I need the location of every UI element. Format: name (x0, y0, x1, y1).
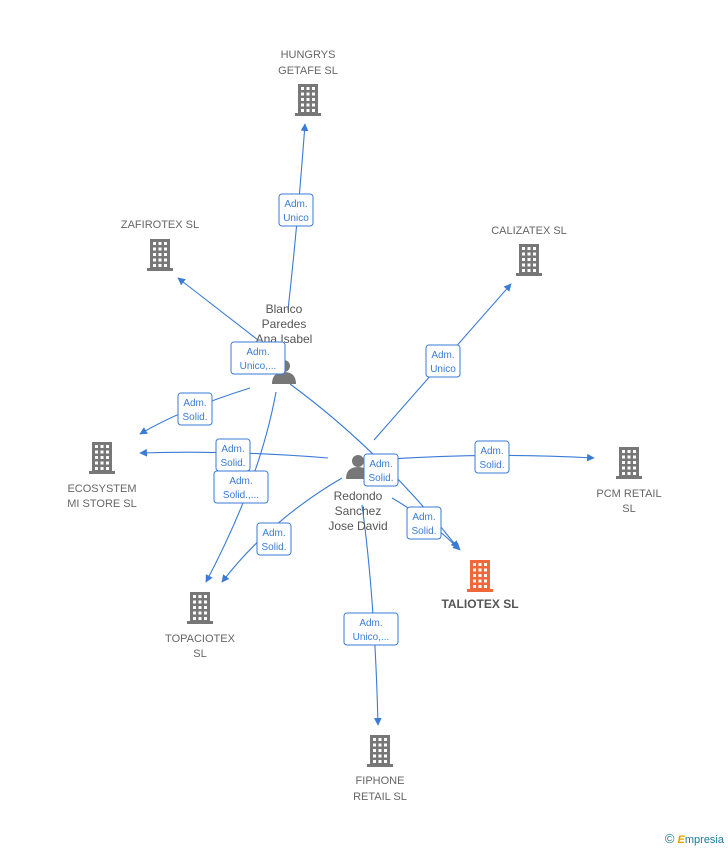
company-node-pcm[interactable]: PCM RETAIL SL (596, 447, 662, 515)
role-text: Solid. (220, 458, 245, 469)
company-label: SL (622, 503, 635, 515)
role-text: Adm. (480, 446, 503, 457)
role-text: Adm. (412, 512, 435, 523)
person-label: Jose David (328, 519, 387, 533)
role-text: Unico,... (353, 632, 390, 643)
role-text: Solid. (261, 542, 286, 553)
role-text: Solid.,... (223, 490, 259, 501)
building-icon (616, 447, 642, 479)
company-label: ECOSYSTEM (67, 483, 136, 495)
company-label: TOPACIOTEX (165, 633, 236, 645)
role-label-r-topa-redondo: Adm. Solid. (256, 522, 292, 556)
role-label-r-eco-blanco: Adm. Solid. (177, 392, 213, 426)
role-text: Unico,... (240, 361, 277, 372)
nodes: HUNGRYS GETAFE SL ZAFIROTEX SL CALIZATEX SL… (67, 49, 661, 803)
role-text: Adm. (221, 444, 244, 455)
building-icon (516, 244, 542, 276)
role-label-r-calizatex: Adm. Unico (425, 344, 461, 378)
person-label: Sanchez (335, 504, 382, 518)
company-node-calizatex[interactable]: CALIZATEX SL (491, 225, 567, 276)
brand-initial: E (677, 834, 685, 846)
relation-edge (361, 504, 382, 726)
role-text: Adm. (246, 347, 269, 358)
person-label: Paredes (262, 317, 307, 331)
role-label-r-eco-redondo: Adm. Solid. (215, 438, 251, 472)
role-label-r-talio-blanco: Adm. Solid. (363, 453, 399, 487)
company-label: PCM RETAIL (596, 488, 661, 500)
role-text: Adm. (284, 199, 307, 210)
building-icon (367, 735, 393, 767)
role-text: Adm. (183, 398, 206, 409)
company-label: HUNGRYS (281, 49, 336, 61)
relation-edge (177, 277, 259, 341)
company-node-hungrys[interactable]: HUNGRYS GETAFE SL (278, 49, 338, 116)
person-label: Redondo (334, 489, 383, 503)
company-label: TALIOTEX SL (441, 597, 518, 611)
role-label-r-fiphone: Adm. Unico,... (343, 612, 399, 646)
role-text: Adm. (431, 350, 454, 361)
brand-name: mpresia (684, 834, 724, 846)
role-text: Adm. (229, 476, 252, 487)
role-text: Unico (283, 213, 309, 224)
company-label: SL (193, 648, 206, 660)
copyright-symbol: © (664, 831, 675, 846)
role-label-r-pcm: Adm. Solid. (474, 440, 510, 474)
role-label-r-topa-blanco: Adm. Solid.,... (213, 470, 269, 504)
role-text: Unico (430, 364, 456, 375)
role-text: Adm. (359, 618, 382, 629)
role-text: Adm. (262, 528, 285, 539)
building-icon (187, 592, 213, 624)
role-labels: Adm.UnicoAdm.Unico,...Adm.UnicoAdm.Solid… (177, 193, 510, 646)
role-text: Solid. (368, 473, 393, 484)
company-node-fiphone[interactable]: FIPHONE RETAIL SL (353, 735, 407, 803)
company-label: GETAFE SL (278, 65, 338, 77)
role-label-r-hungrys: Adm. Unico (278, 193, 314, 227)
role-label-r-talio-redondo: Adm. Solid. (406, 506, 442, 540)
company-label: FIPHONE (356, 775, 405, 787)
role-text: Solid. (182, 412, 207, 423)
role-label-r-zafirotex: Adm. Unico,... (230, 341, 286, 375)
company-label: ZAFIROTEX SL (121, 219, 199, 231)
role-text: Adm. (369, 459, 392, 470)
person-label: Blanco (266, 302, 303, 316)
company-node-ecosystem[interactable]: ECOSYSTEM MI STORE SL (67, 442, 137, 510)
brand-watermark: © Empresia (665, 831, 724, 846)
role-text: Solid. (411, 526, 436, 537)
company-node-topaciotex[interactable]: TOPACIOTEX SL (165, 592, 236, 660)
role-text: Solid. (479, 460, 504, 471)
company-node-zafirotex[interactable]: ZAFIROTEX SL (121, 219, 199, 271)
building-icon (89, 442, 115, 474)
building-icon (295, 84, 321, 116)
building-icon (147, 239, 173, 271)
company-label: CALIZATEX SL (491, 225, 567, 237)
building-icon-highlighted (467, 560, 493, 592)
company-node-taliotex[interactable]: TALIOTEX SL (441, 560, 519, 611)
company-label: MI STORE SL (67, 498, 136, 510)
company-label: RETAIL SL (353, 791, 407, 803)
